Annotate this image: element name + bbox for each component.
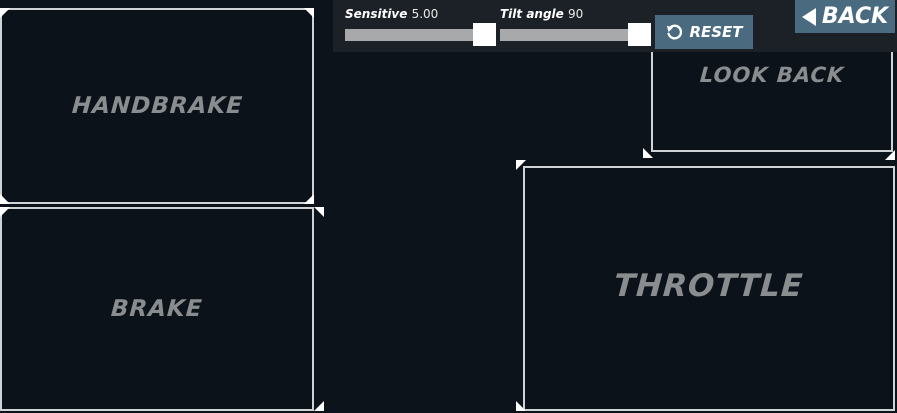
tilt-angle-slider[interactable] (500, 29, 640, 41)
brake-label: BRAKE (110, 296, 204, 322)
tilt-angle-value: 90 (568, 7, 584, 21)
look-back-handle-bl[interactable] (643, 148, 653, 158)
brake-handle-tr[interactable] (314, 207, 324, 217)
rotate-ccw-icon (667, 24, 683, 40)
throttle-zone[interactable]: THROTTLE (523, 166, 895, 411)
throttle-handle-tl[interactable] (516, 160, 526, 170)
handbrake-handle-tr[interactable] (304, 8, 314, 18)
look-back-label: LOOK BACK (699, 63, 845, 87)
throttle-label: THROTTLE (613, 267, 805, 304)
throttle-handle-bl[interactable] (516, 401, 526, 411)
brake-zone[interactable]: BRAKE (0, 207, 314, 411)
sensitive-slider-handle[interactable] (472, 23, 496, 46)
brake-handle-tl[interactable] (0, 207, 10, 217)
sensitive-slider[interactable] (345, 29, 485, 41)
tilt-angle-slider-handle[interactable] (627, 23, 651, 46)
brake-handle-br[interactable] (314, 401, 324, 411)
handbrake-handle-bl[interactable] (0, 194, 10, 204)
sensitive-label-text: Sensitive (345, 7, 408, 21)
back-button-label: BACK (821, 4, 889, 29)
handbrake-zone[interactable]: HANDBRAKE (0, 8, 314, 204)
reset-button-label: RESET (689, 23, 743, 41)
tilt-angle-label: Tilt angle 90 (500, 7, 583, 21)
look-back-handle-br[interactable] (885, 150, 895, 160)
back-button[interactable]: BACK (795, 0, 895, 33)
handbrake-handle-br[interactable] (304, 194, 314, 204)
triangle-left-icon (801, 7, 816, 26)
reset-button[interactable]: RESET (655, 15, 753, 49)
sensitive-label: Sensitive 5.00 (345, 7, 438, 21)
tilt-angle-label-text: Tilt angle (500, 7, 564, 21)
handbrake-label: HANDBRAKE (70, 93, 244, 119)
look-back-zone[interactable]: LOOK BACK (651, 44, 893, 152)
handbrake-handle-tl[interactable] (0, 8, 10, 18)
sensitive-value: 5.00 (411, 7, 439, 21)
